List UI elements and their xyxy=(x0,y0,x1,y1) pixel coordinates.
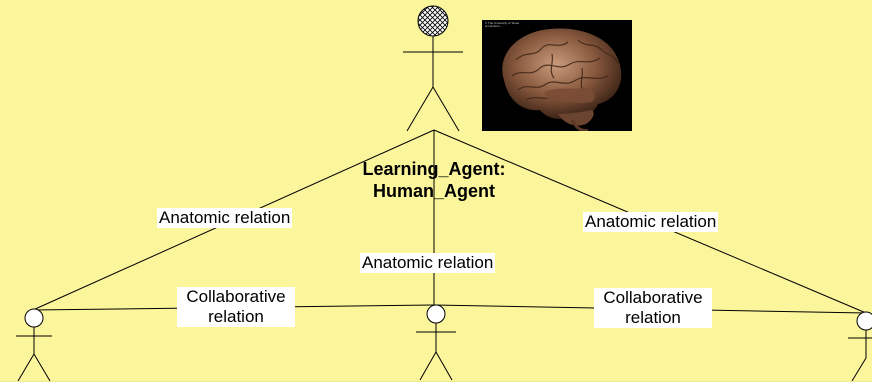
photo-caption: © The University of Texas at Houston... xyxy=(485,22,519,28)
anatomic-relation-label-center: Anatomic relation xyxy=(360,253,495,273)
anatomic-relation-label-right: Anatomic relation xyxy=(583,212,718,232)
agent-right-head xyxy=(857,312,872,330)
collaborative-relation-label-right: Collaborative relation xyxy=(594,288,712,328)
learning-agent-head xyxy=(418,6,448,36)
anatomic-relation-label-left: Anatomic relation xyxy=(157,208,292,228)
collaborative-relation-label-left: Collaborative relation xyxy=(177,287,295,327)
learning-agent-title: Learning_Agent: Human_Agent xyxy=(357,158,511,202)
brain-photo: © The University of Texas at Houston... xyxy=(482,20,632,131)
agent-left-head xyxy=(25,309,43,327)
brain-icon xyxy=(482,20,632,131)
agent-center-head xyxy=(427,305,445,323)
